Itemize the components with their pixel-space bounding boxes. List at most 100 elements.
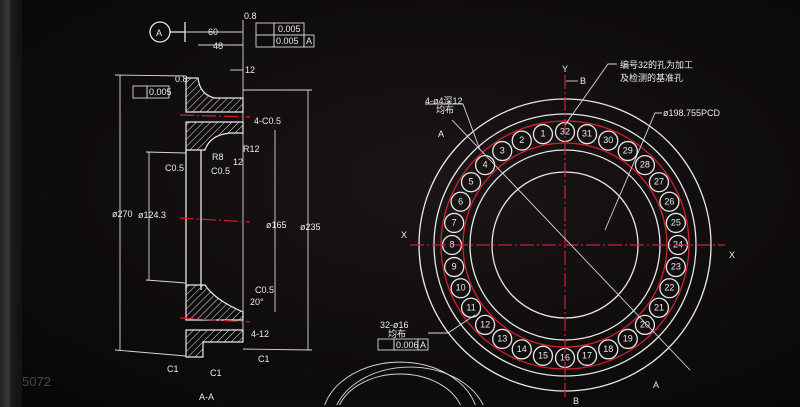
hole-number: 19 — [623, 333, 633, 343]
hole-number: 10 — [456, 283, 466, 293]
datum-b-top: B — [580, 76, 586, 86]
hole-number: 27 — [654, 177, 664, 187]
hole-21 — [648, 297, 670, 318]
hole-number: 29 — [623, 146, 633, 156]
radius-r12: R12 — [243, 144, 260, 154]
dim-12-mid: 12 — [233, 157, 243, 167]
hole-28 — [634, 154, 656, 176]
axis-x-left: X — [401, 230, 407, 240]
hole-number: 20 — [640, 319, 650, 329]
position-datum: A — [420, 340, 426, 350]
dim-12-top: 12 — [245, 65, 255, 75]
section-label: A-A — [199, 392, 214, 402]
hole-31 — [576, 124, 598, 145]
hole-17 — [576, 345, 598, 366]
chamfer-c05-right: C0.5 — [211, 166, 230, 176]
datum-a-line — [451, 119, 691, 371]
bearing-3d-view — [324, 361, 484, 406]
roughness-left: 0.8 — [175, 74, 188, 84]
hole-10 — [450, 278, 471, 299]
dim-4-12-holes: 4-12 — [251, 329, 269, 339]
axis-x-right: X — [729, 250, 735, 260]
hole-20 — [634, 314, 656, 336]
hole-number: 5 — [469, 177, 474, 187]
hole-number: 11 — [466, 302, 475, 312]
hole-number: 7 — [452, 217, 457, 227]
hole-15 — [532, 345, 554, 366]
hole-number: 26 — [664, 196, 674, 206]
position-tolerance: 0.006 — [396, 340, 419, 350]
section-view: A 60 48 12 0.8 0.005 0.005 A 0.8 0.005 ø… — [112, 11, 321, 402]
hole-18 — [598, 339, 619, 360]
hole-29 — [617, 140, 638, 162]
symmetry-value: 0.005 — [276, 36, 299, 46]
hole-callout-sub: 均布 — [388, 328, 406, 339]
flatness-value-left: 0.005 — [149, 87, 172, 97]
hole-number: 18 — [603, 344, 613, 354]
chamfer-4-c05: 4-C0.5 — [254, 116, 281, 126]
hole-26 — [659, 191, 680, 212]
hole-30 — [598, 130, 619, 151]
hole-19 — [617, 328, 638, 350]
hole-number: 4 — [483, 160, 488, 170]
threaded-holes-sub: 均布 — [436, 104, 454, 115]
note-line-1: 编号32的孔为加工 — [620, 59, 693, 70]
datum-a-top: A — [438, 129, 444, 139]
hole-number: 22 — [664, 283, 674, 293]
hole-22 — [659, 278, 680, 299]
chamfer-c1-right: C1 — [258, 354, 270, 364]
hole-9 — [444, 256, 465, 278]
hole-number: 30 — [603, 135, 613, 145]
threaded-holes-callout: 4-ø4深12 — [425, 96, 463, 106]
hole-number: 25 — [671, 217, 681, 227]
hole-number: 21 — [654, 302, 664, 312]
hole-25 — [665, 212, 686, 234]
hole-2 — [511, 130, 532, 151]
datum-symbol-letter: A — [156, 28, 162, 38]
dim-phi235: ø235 — [300, 222, 321, 232]
hole-number: 28 — [640, 160, 650, 170]
dim-phi165: ø165 — [266, 220, 287, 230]
hole-number: 15 — [538, 350, 548, 360]
chamfer-c05-left: C0.5 — [165, 163, 184, 173]
hole-3 — [492, 140, 513, 162]
hole-number: 6 — [458, 196, 463, 206]
dim-angle: 20° — [250, 297, 264, 307]
hole-number: 17 — [582, 350, 592, 360]
hole-13 — [492, 328, 513, 350]
dim-phi124: ø124.3 — [138, 210, 166, 220]
datum-a-bottom: A — [653, 380, 659, 390]
hole-number: 1 — [540, 129, 545, 139]
chamfer-c05-bottom: C0.5 — [255, 285, 274, 295]
hole-number: 12 — [480, 319, 490, 329]
hole-7 — [444, 212, 465, 234]
hole-number: 2 — [519, 135, 524, 145]
datum-b-bottom: B — [573, 396, 579, 406]
watermark: 5072 — [22, 374, 51, 389]
dim-60: 60 — [208, 27, 218, 37]
hole-number: 13 — [497, 333, 507, 343]
hole-12 — [474, 314, 496, 336]
pcd-callout: ø198.755PCD — [663, 108, 721, 118]
hole-23 — [665, 256, 686, 278]
hole-5 — [460, 172, 482, 193]
hole-1 — [532, 124, 554, 145]
symmetry-datum: A — [306, 36, 312, 46]
dim-phi270: ø270 — [112, 209, 133, 219]
hole-callout: 32-ø16 — [380, 320, 409, 330]
note-line-2: 及检测的基准孔 — [620, 72, 683, 83]
radius-r8: R8 — [212, 152, 224, 162]
monitor-bezel — [0, 0, 22, 407]
roughness-top: 0.8 — [244, 11, 257, 21]
axis-y: Y — [562, 64, 568, 74]
dim-48: 48 — [213, 41, 223, 51]
hole-6 — [450, 191, 471, 212]
chamfer-c1-left: C1 — [167, 364, 179, 374]
hole-number: 31 — [582, 129, 592, 139]
hole-27 — [648, 172, 670, 193]
hole-number: 8 — [449, 240, 454, 250]
